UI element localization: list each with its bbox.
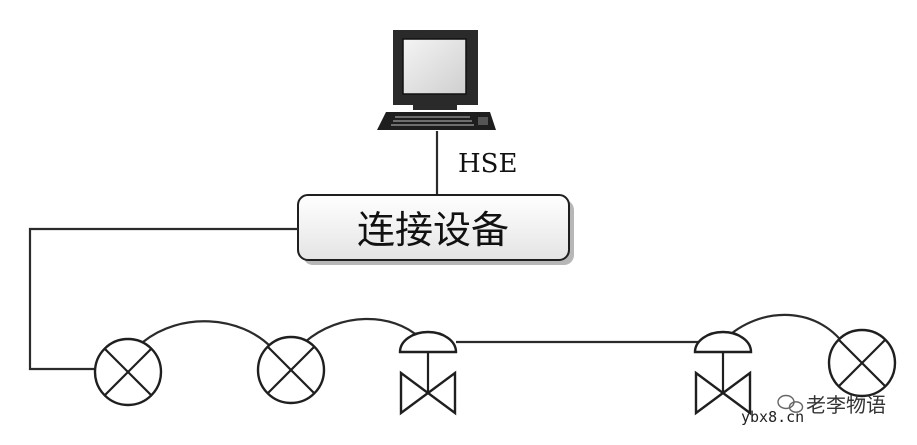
field-instrument-icon — [827, 328, 897, 398]
linking-device-label: 连接设备 — [357, 208, 509, 252]
wechat-icon — [777, 394, 804, 413]
control-valve-icon — [693, 330, 753, 416]
h1-arc-1 — [142, 320, 273, 349]
field-instrument-icon — [256, 335, 326, 405]
h1-trunk-left — [28, 227, 298, 371]
h1-arc-2 — [304, 317, 421, 343]
watermark: 老李物语 ybx8.cn — [741, 393, 886, 426]
workstation-icon — [377, 30, 496, 130]
hse-label: HSE — [458, 149, 517, 179]
h1-arc-3 — [723, 313, 849, 351]
linking-device-box: 连接设备 — [297, 194, 574, 265]
control-valve-icon — [398, 330, 458, 416]
watermark-name: 老李物语 — [806, 393, 886, 417]
watermark-site: ybx8.cn — [741, 408, 804, 426]
field-instrument-icon — [93, 337, 163, 407]
